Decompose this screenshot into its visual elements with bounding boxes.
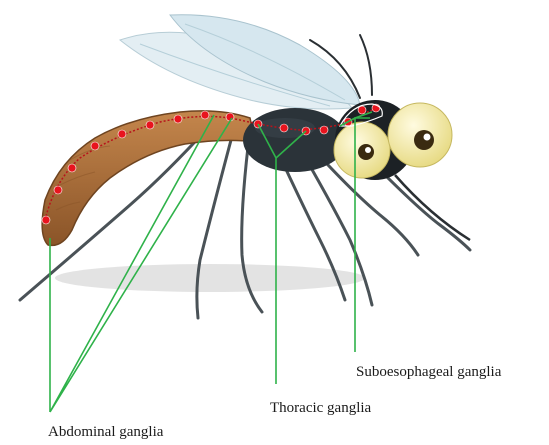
ganglion-dot: [91, 142, 99, 150]
ganglion-dot: [201, 111, 209, 119]
ganglion-dot: [320, 126, 328, 134]
label-abdominal-ganglia: Abdominal ganglia: [48, 424, 163, 441]
ganglion-dot: [174, 115, 182, 123]
label-thoracic-ganglia: Thoracic ganglia: [270, 400, 371, 417]
ganglion-dot: [68, 164, 76, 172]
ganglion-dot: [54, 186, 62, 194]
label-suboesophageal-ganglia: Suboesophageal ganglia: [356, 364, 501, 381]
ganglion-dot: [146, 121, 154, 129]
ganglion-dot: [118, 130, 126, 138]
ganglion-dot: [42, 216, 50, 224]
ground-shadow: [55, 264, 365, 292]
ganglion-dot: [280, 124, 288, 132]
proboscis: [395, 175, 470, 240]
